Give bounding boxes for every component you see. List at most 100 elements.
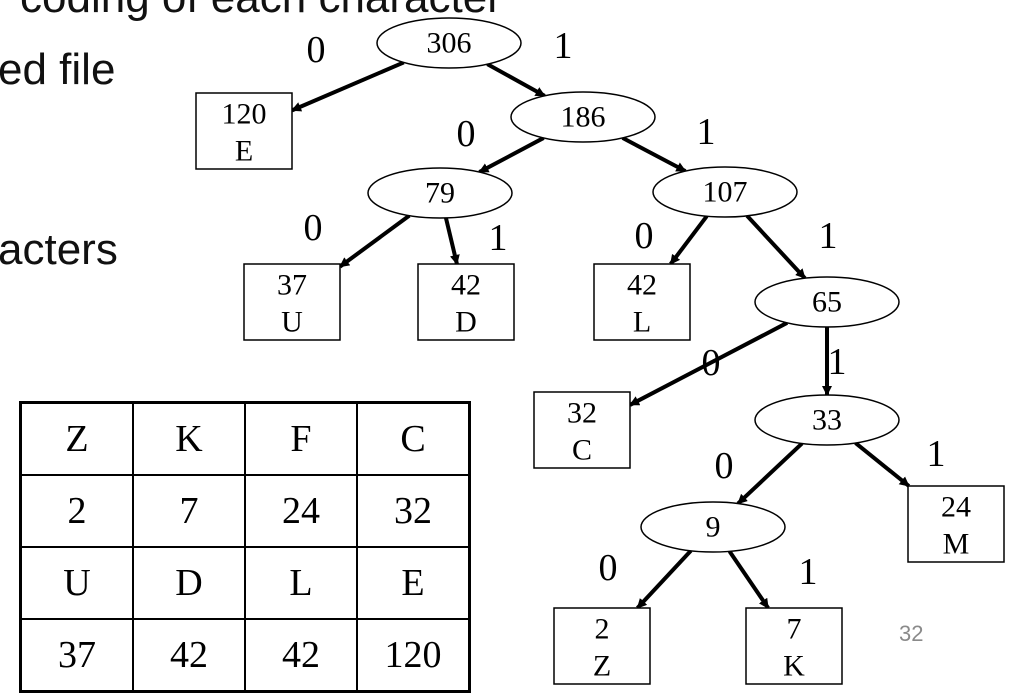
edge-bit-label: 0 [635, 215, 654, 257]
table-count-cell: 42 [244, 618, 358, 693]
node-ellipse [652, 166, 798, 218]
internal-node-n65: 65 [754, 276, 900, 328]
leaf-node-l7: 7K [745, 607, 843, 685]
leaf-char: D [455, 306, 477, 339]
node-ellipse [376, 17, 522, 69]
node-weight: 9 [706, 511, 721, 544]
edge-bit-label: 1 [554, 25, 573, 67]
table-char-cell: K [132, 401, 246, 476]
node-ellipse [754, 276, 900, 328]
table-count-cell: 2 [19, 474, 134, 548]
internal-node-n9: 9 [640, 501, 786, 553]
node-weight: 306 [427, 27, 472, 60]
slide-text-fragment-2: ed file [0, 45, 116, 94]
leaf-node-l37: 37U [243, 263, 341, 341]
table-count-cell: 42 [132, 618, 246, 693]
table-char-cell: C [356, 401, 471, 476]
edge-n186-n107 [621, 136, 687, 173]
leaf-box [195, 92, 293, 170]
leaf-count: 32 [567, 397, 597, 430]
leaf-count: 120 [222, 98, 267, 131]
node-weight: 33 [812, 404, 842, 437]
table-count-cell: 24 [244, 474, 358, 548]
leaf-box [243, 263, 341, 341]
slide-text-fragment-3: acters [0, 225, 118, 274]
table-count-cell: 32 [356, 474, 471, 548]
table-char-cell: U [19, 546, 134, 620]
node-ellipse [640, 501, 786, 553]
internal-node-n186: 186 [510, 91, 656, 143]
edge-bit-label: 0 [457, 113, 476, 155]
table-char-cell: F [244, 401, 358, 476]
node-ellipse [510, 91, 656, 143]
edge-bit-label: 0 [715, 445, 734, 487]
edge-bit-label: 1 [697, 111, 716, 153]
leaf-char: M [943, 528, 970, 561]
leaf-box [593, 263, 691, 341]
edge-bit-label: 1 [489, 217, 508, 259]
node-weight: 107 [703, 176, 748, 209]
node-weight: 65 [812, 286, 842, 319]
edge-bit-label: 0 [304, 207, 323, 249]
leaf-node-l24: 24M [907, 485, 1005, 563]
edge-n79-l37 [338, 214, 411, 269]
edge-n79-l42d [443, 217, 460, 265]
leaf-char: K [783, 650, 805, 683]
leaf-char: L [633, 306, 651, 339]
internal-node-n306: 306 [376, 17, 522, 69]
edge-bit-label: 1 [828, 341, 847, 383]
table-char-cell: E [356, 546, 471, 620]
table-char-cell: L [244, 546, 358, 620]
leaf-char: U [281, 306, 303, 339]
edge-bit-label: 1 [819, 215, 838, 257]
edge-n33-l24 [854, 441, 911, 488]
node-weight: 186 [561, 101, 606, 134]
edge-n186-n79 [478, 136, 545, 174]
leaf-node-l32: 32C [533, 391, 631, 469]
leaf-count: 42 [627, 269, 657, 302]
leaf-node-l42l: 42L [593, 263, 691, 341]
edge-bit-label: 1 [799, 551, 818, 593]
edge-bit-label: 0 [702, 342, 721, 384]
table-count-cell: 37 [19, 618, 134, 693]
edge-bit-label: 0 [307, 29, 326, 71]
edge-n65-l32 [629, 321, 789, 407]
edge-n107-n65 [745, 214, 807, 280]
leaf-char: C [572, 434, 592, 467]
page-number: 32 [899, 621, 924, 646]
edge-n9-l2 [635, 549, 693, 610]
edge-n306-n186 [486, 62, 546, 98]
leaf-box [417, 263, 515, 341]
leaf-box [533, 391, 631, 469]
leaf-count: 2 [595, 613, 610, 646]
leaf-char: Z [593, 650, 611, 683]
leaf-node-l2: 2Z [553, 607, 651, 685]
edge-n306-l120 [291, 60, 405, 113]
leaf-box [907, 485, 1005, 563]
leaf-box [745, 607, 843, 685]
leaf-count: 24 [941, 491, 971, 524]
edge-n33-n9 [736, 441, 804, 506]
table-char-cell: Z [19, 401, 134, 476]
internal-node-n107: 107 [652, 166, 798, 218]
leaf-box [553, 607, 651, 685]
internal-node-n79: 79 [367, 167, 513, 219]
table-count-cell: 120 [356, 618, 471, 693]
table-char-cell: D [132, 546, 246, 620]
edge-bit-label: 0 [599, 547, 618, 589]
leaf-node-l42d: 42D [417, 263, 515, 341]
leaf-char: E [235, 135, 253, 168]
slide-text-fragment-1: coding of each character [20, 0, 502, 20]
table-count-cell: 7 [132, 474, 246, 548]
edge-bit-label: 1 [927, 433, 946, 475]
leaf-count: 37 [277, 269, 307, 302]
leaf-count: 42 [451, 269, 481, 302]
leaf-count: 7 [787, 613, 802, 646]
edge-n9-l7 [727, 550, 770, 610]
